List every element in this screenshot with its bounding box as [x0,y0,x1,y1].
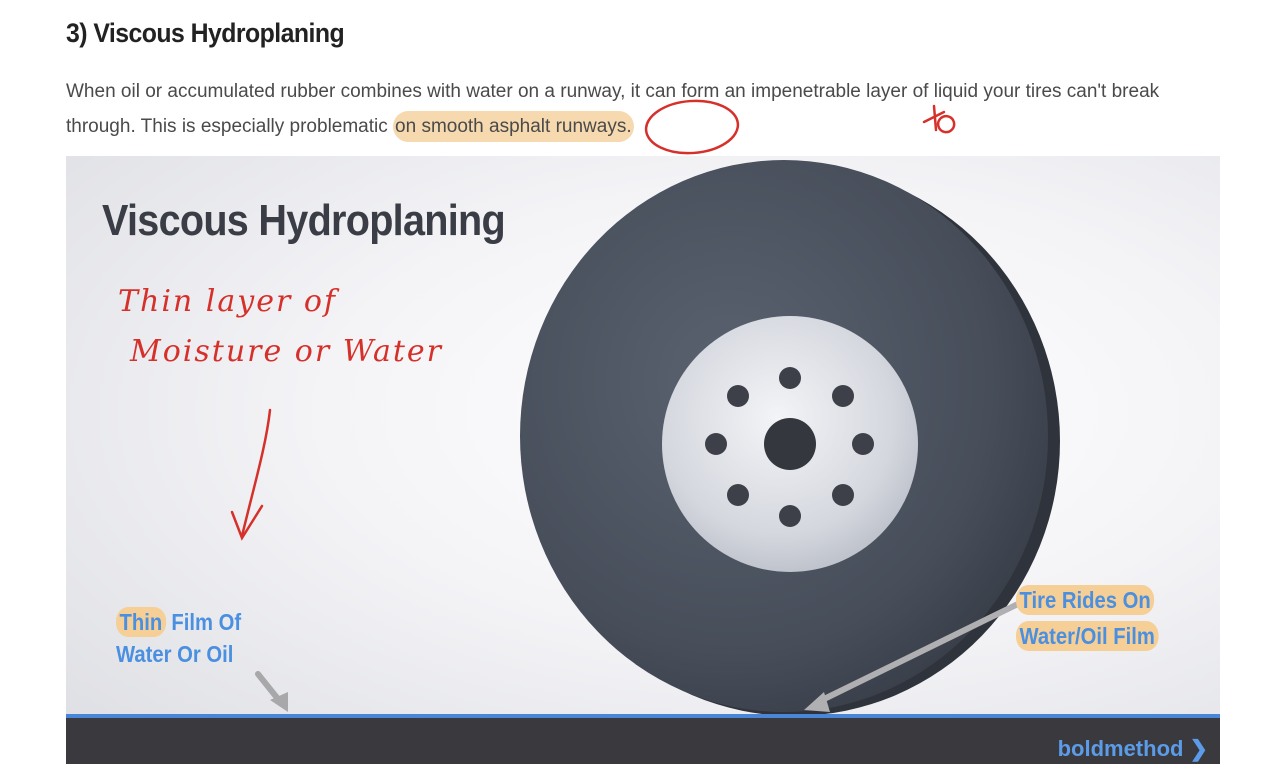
brand-logo: boldmethod ❯ [1057,736,1208,761]
scribble-mark [922,104,956,134]
section-paragraph: When oil or accumulated rubber combines … [66,74,1226,144]
gray-arrow-left-head [270,692,288,712]
lug-hole [779,367,801,389]
gray-arrow-right [815,597,1029,705]
tire-rides-line1: Tire Rides On [1016,585,1155,615]
lug-hole [852,433,874,455]
lug-hole [832,385,854,407]
section-heading: 3) Viscous Hydroplaning [66,18,345,48]
highlighted-phrase: on smooth asphalt runways. [393,111,634,142]
hydroplaning-illustration: Viscous Hydroplaning boldmethod ❯ [66,156,1220,764]
handwritten-note-line1: Thin layer of [118,284,338,319]
lug-hole [727,385,749,407]
thin-film-label-rest: Film Of [165,609,242,635]
thin-film-label-line2: Water Or Oil [116,641,234,667]
ink-arrow-head [230,504,264,541]
thin-highlight: Thin [116,607,166,637]
lug-hole [727,484,749,506]
lug-hole [705,433,727,455]
lug-hole [779,505,801,527]
tire-drawing [520,160,1060,716]
thin-film-label: Thin Film Of Water Or Oil [116,606,241,670]
tire-rides-line2: Water/Oil Film [1016,621,1159,651]
lug-hole [832,484,854,506]
runway-ground: boldmethod ❯ [66,714,1220,764]
ink-arrow-shaft [240,408,272,538]
paragraph-text: When oil or accumulated rubber combines … [66,81,1160,137]
arrow-overlay [230,408,1029,712]
gray-arrow-right-head [804,692,830,712]
axle-hole [764,418,816,470]
handwritten-note-line2: Moisture or Water [130,334,443,369]
smooth-circle-mark [644,99,740,155]
tire-rides-label: Tire Rides On Water/Oil Film [1016,584,1159,652]
figure-title: Viscous Hydroplaning [102,196,506,245]
